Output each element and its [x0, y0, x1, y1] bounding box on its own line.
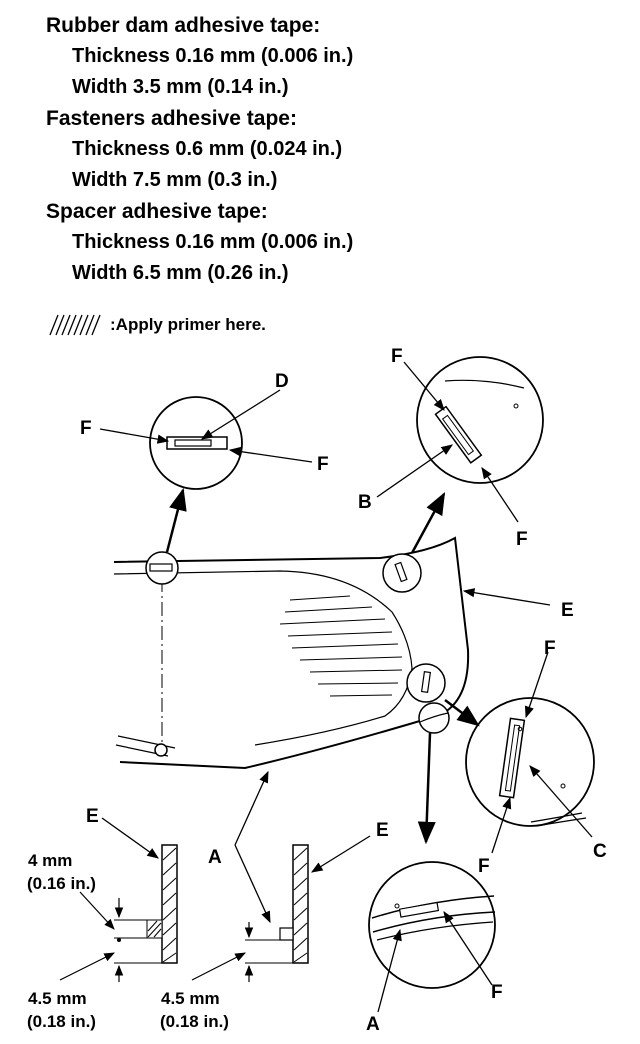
leader-f	[524, 651, 549, 719]
detail-arrow	[444, 699, 480, 727]
spec-thickness: Thickness 0.16 mm (0.006 in.)	[72, 45, 354, 67]
spacer-position-circle	[145, 551, 179, 585]
label-c: C	[593, 841, 607, 862]
tape-specifications: Rubber dam adhesive tape: Thickness 0.16…	[46, 10, 466, 289]
label-d: D	[275, 371, 289, 392]
section-view-left	[59, 844, 178, 982]
hatch-swatch-icon	[49, 314, 101, 336]
leader-e	[311, 835, 371, 873]
label-f: F	[544, 638, 556, 659]
label-f: F	[491, 982, 503, 1003]
leader-a	[377, 928, 402, 1013]
leader-b	[376, 444, 453, 498]
spec-width: Width 6.5 mm (0.26 in.)	[72, 262, 289, 284]
dim-offset-right-in: (0.18 in.)	[160, 1012, 229, 1031]
spec-thickness: Thickness 0.16 mm (0.006 in.)	[72, 231, 354, 253]
spacer-tape-spec: Spacer adhesive tape: Thickness 0.16 mm …	[46, 196, 466, 289]
fastener-b-position-circle	[382, 553, 422, 593]
rubber-dam-tape-spec: Rubber dam adhesive tape: Thickness 0.16…	[46, 10, 466, 103]
section-view-right	[191, 844, 309, 982]
leader-f	[491, 796, 512, 854]
fastener-c-position-circle	[406, 663, 446, 703]
label-e: E	[86, 806, 99, 827]
rubber-dam-position-circle	[418, 702, 450, 734]
leader-f	[403, 361, 445, 411]
label-f: F	[391, 346, 403, 367]
label-e: E	[376, 820, 389, 841]
label-f: F	[516, 529, 528, 550]
detail-arrow	[165, 487, 187, 553]
leader-f	[99, 428, 170, 444]
leader-a	[234, 770, 269, 846]
spec-width: Width 7.5 mm (0.3 in.)	[72, 169, 278, 191]
label-a: A	[366, 1014, 380, 1035]
leader-c	[529, 765, 593, 838]
dim-offset-left-in: (0.18 in.)	[27, 1012, 96, 1031]
dim-gap-mm: 4 mm	[28, 851, 72, 870]
label-f: F	[478, 856, 490, 877]
spec-title: Spacer adhesive tape:	[46, 200, 268, 223]
detail-fastener-b	[416, 356, 544, 484]
spec-thickness: Thickness 0.6 mm (0.024 in.)	[72, 138, 343, 160]
glass-reflection-lines	[279, 595, 403, 697]
leader-f	[228, 446, 313, 463]
dim-offset-left-mm: 4.5 mm	[28, 989, 87, 1008]
leader-a	[234, 844, 271, 924]
leader-e	[101, 817, 159, 859]
detail-arrow	[410, 492, 446, 554]
label-a: A	[208, 847, 222, 868]
label-e: E	[561, 600, 574, 621]
detail-arrow	[417, 732, 436, 845]
spec-title: Rubber dam adhesive tape:	[46, 14, 321, 37]
primer-legend: :Apply primer here.	[48, 312, 266, 338]
leader-e	[462, 588, 551, 606]
label-f: F	[317, 454, 329, 475]
detail-rubber-dam	[368, 861, 496, 989]
leader-f	[481, 467, 519, 523]
leader-f	[443, 911, 493, 986]
spec-title: Fasteners adhesive tape:	[46, 107, 297, 130]
legend-text: :Apply primer here.	[110, 315, 266, 334]
dim-gap-in: (0.16 in.)	[27, 874, 96, 893]
label-f: F	[80, 418, 92, 439]
leader-d	[201, 389, 281, 440]
detail-spacer	[149, 396, 243, 490]
spec-width: Width 3.5 mm (0.14 in.)	[72, 76, 289, 98]
label-b: B	[358, 492, 372, 513]
center-locating-mark	[154, 743, 168, 757]
fasteners-tape-spec: Fasteners adhesive tape: Thickness 0.6 m…	[46, 103, 466, 196]
dim-offset-right-mm: 4.5 mm	[161, 989, 220, 1008]
detail-fastener-c	[465, 697, 595, 827]
